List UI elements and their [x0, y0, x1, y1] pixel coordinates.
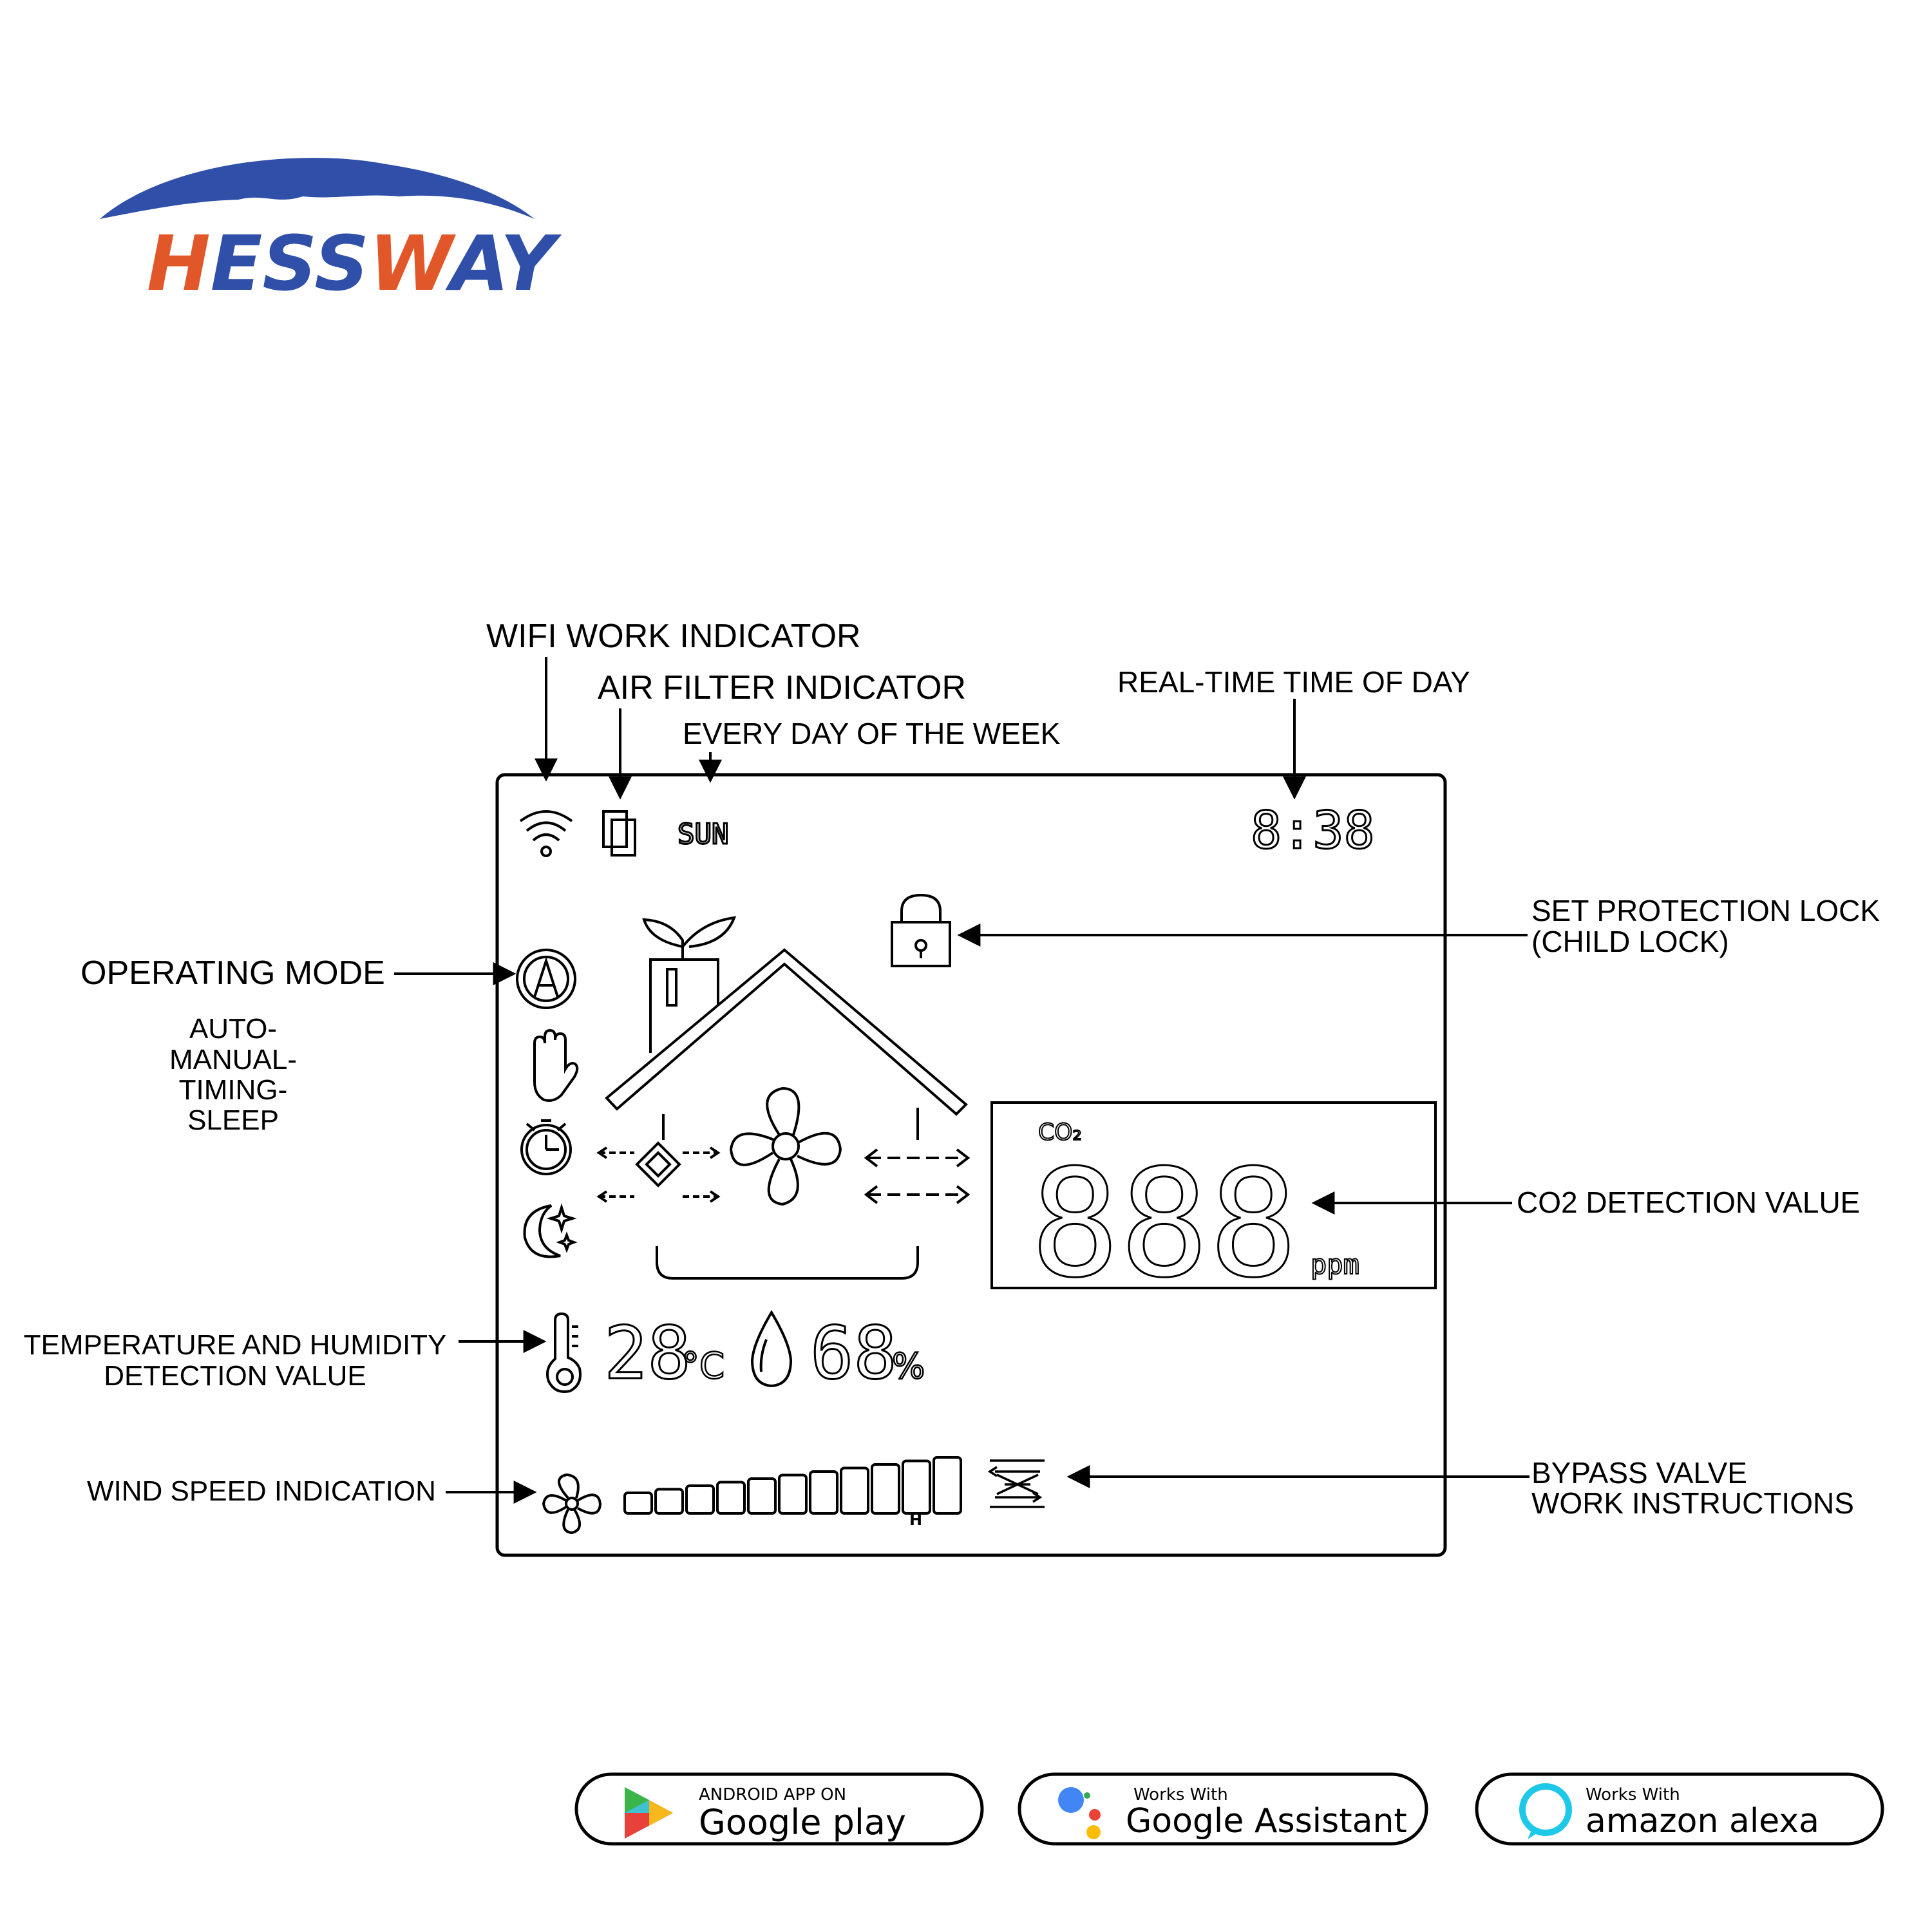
wind-speed-bar-segment — [747, 1477, 777, 1515]
co2-label: CO₂ — [1038, 1119, 1082, 1146]
manual-mode-hand-icon — [533, 1028, 579, 1102]
air-filter-icon — [602, 810, 636, 857]
callout-day-of-week-label: EVERY DAY OF THE WEEK — [683, 717, 1061, 750]
wifi-icon — [519, 810, 573, 857]
google-assistant-big-text: Google Assistant — [1126, 1802, 1407, 1841]
callout-real-time-label: REAL-TIME TIME OF DAY — [1117, 665, 1470, 699]
mode-list-manual: MANUAL- — [169, 1044, 297, 1075]
google-play-badge[interactable]: ANDROID APP ON Google play — [574, 1772, 984, 1846]
lcd-frame — [495, 773, 1447, 1557]
wind-speed-bar-segment — [654, 1488, 684, 1515]
callout-child-lock-label-1: SET PROTECTION LOCK — [1531, 894, 1880, 927]
child-lock-icon — [891, 893, 951, 967]
water-drop-icon — [750, 1310, 793, 1388]
wind-speed-fan-icon — [542, 1473, 602, 1535]
callout-wifi-label: WIFI WORK INDICATOR — [486, 618, 861, 655]
callout-wind-speed-label: WIND SPEED INDICATION — [87, 1475, 436, 1507]
hessway-logo: HESSWAY — [100, 158, 562, 308]
callout-bypass-label-1: BYPASS VALVE — [1531, 1456, 1747, 1490]
wind-speed-bar-segment — [933, 1456, 962, 1515]
logo-wordmark: HESSWAY — [147, 219, 562, 308]
heat-exchanger-icon — [596, 1141, 721, 1203]
co2-display-box — [990, 1101, 1437, 1289]
wind-speed-bar-segment — [716, 1481, 746, 1515]
wind-speed-bar-segment — [902, 1459, 931, 1515]
callout-arrows — [394, 657, 1530, 1504]
google-assistant-dots-icon — [1058, 1787, 1101, 1839]
google-play-small-text: ANDROID APP ON — [699, 1785, 846, 1804]
humidity-unit: % — [892, 1346, 925, 1387]
temperature-unit: °C — [681, 1345, 724, 1387]
callout-temp-humidity-label-1: TEMPERATURE AND HUMIDITY — [24, 1329, 447, 1361]
mode-list-timing: TIMING- — [179, 1074, 288, 1106]
callout-child-lock-label-2: (CHILD LOCK) — [1531, 925, 1729, 958]
google-play-big-text: Google play — [699, 1802, 906, 1842]
alexa-small-text: Works With — [1586, 1785, 1680, 1804]
sleep-mode-moon-icon — [523, 1203, 578, 1258]
google-assistant-badge[interactable]: Works With Google Assistant — [1018, 1772, 1428, 1846]
timing-mode-clock-icon — [520, 1119, 572, 1175]
auto-mode-icon — [516, 949, 576, 1009]
alexa-big-text: amazon alexa — [1586, 1802, 1819, 1841]
house-chimney — [649, 958, 719, 1053]
wind-speed-bar-segment — [840, 1466, 869, 1515]
callout-air-filter-label: AIR FILTER INDICATOR — [598, 669, 966, 706]
central-fan-icon — [729, 1086, 842, 1206]
lcd-day-of-week: SUN — [677, 818, 728, 851]
co2-value: 888 — [1030, 1139, 1298, 1311]
callout-operating-mode-label: OPERATING MODE — [80, 954, 385, 992]
house-graphic — [596, 916, 971, 1280]
wind-speed-bars — [623, 1456, 962, 1515]
leaf-icon — [642, 916, 737, 958]
airflow-arrows-icon — [864, 1148, 971, 1204]
mode-list-auto: AUTO- — [189, 1013, 277, 1045]
alexa-ring-icon — [1519, 1783, 1572, 1839]
house-floor — [656, 1246, 919, 1280]
thermometer-icon — [546, 1312, 582, 1393]
humidity-value: 68 — [810, 1312, 897, 1396]
wind-speed-bar-segment — [809, 1470, 838, 1515]
wind-speed-bar-segment — [685, 1484, 715, 1515]
wind-speed-bar-segment — [623, 1492, 653, 1515]
bypass-valve-icon — [987, 1459, 1045, 1508]
google-assistant-small-text: Works With — [1133, 1785, 1228, 1804]
wind-speed-high-label: H — [909, 1511, 922, 1529]
temperature-value: 28 — [604, 1312, 691, 1396]
co2-unit: ppm — [1311, 1249, 1359, 1280]
mode-list-sleep: SLEEP — [187, 1104, 279, 1136]
logo-swoosh — [100, 158, 535, 219]
callout-temp-humidity-label-2: DETECTION VALUE — [104, 1360, 366, 1392]
wind-speed-bar-segment — [871, 1463, 900, 1515]
callout-co2-label: CO2 DETECTION VALUE — [1517, 1186, 1860, 1219]
lcd-clock-time: 8:38 — [1251, 800, 1375, 860]
wind-speed-bar-segment — [778, 1473, 808, 1515]
callout-bypass-label-2: WORK INSTRUCTIONS — [1531, 1486, 1854, 1520]
amazon-alexa-badge[interactable]: Works With amazon alexa — [1475, 1772, 1884, 1846]
house-roof — [605, 948, 968, 1116]
